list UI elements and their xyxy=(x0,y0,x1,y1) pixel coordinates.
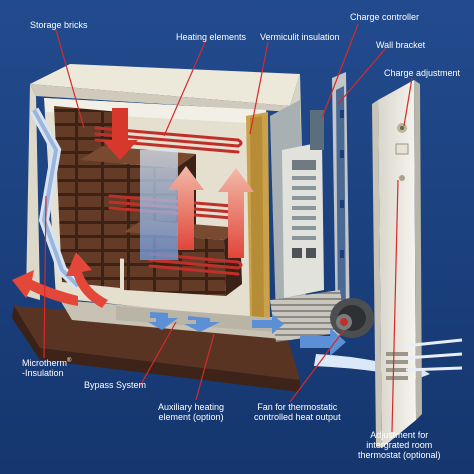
label-heating-elements: Heating elements xyxy=(176,32,247,42)
label-adjustment-room-thermostat: Adjustment for intergrated room thermost… xyxy=(358,430,441,460)
aux-line-2: element (option) xyxy=(158,412,224,422)
vermiculite-panel xyxy=(246,112,270,322)
label-fan-thermostatic: Fan for thermostatic controlled heat out… xyxy=(254,402,341,422)
label-microtherm-insulation: Microtherm® -Insulation xyxy=(22,358,71,378)
aux-line-1: Auxiliary heating xyxy=(158,402,225,412)
fan xyxy=(330,298,374,338)
label-storage-bricks: Storage bricks xyxy=(30,20,88,30)
front-cover-panel xyxy=(372,80,422,448)
label-vermiculit-insulation: Vermiculit insulation xyxy=(260,32,340,42)
adj-line-2: intergrated room xyxy=(366,440,433,450)
fan-line-1: Fan for thermostatic xyxy=(257,402,338,412)
cold-air-flow xyxy=(140,150,178,260)
registered-mark: ® xyxy=(67,358,72,364)
wall-bracket xyxy=(332,72,350,338)
microtherm-text: Microtherm xyxy=(22,358,68,368)
label-bypass-system: Bypass System xyxy=(84,380,147,390)
outlet-air-lines xyxy=(403,338,463,372)
leader-lines xyxy=(43,23,413,433)
hot-air-arrows xyxy=(102,108,254,258)
label-wall-bracket: Wall bracket xyxy=(376,40,426,50)
label-auxiliary-heating-element: Auxiliary heating element (option) xyxy=(158,402,224,422)
label-charge-adjustment: Charge adjustment xyxy=(384,68,461,78)
adj-line-3: thermostat (optional) xyxy=(358,450,441,460)
adj-line-1: Adjustment for xyxy=(370,430,429,440)
outlet-louvre xyxy=(270,290,346,342)
fan-airflow xyxy=(252,314,430,384)
insulation-text: -Insulation xyxy=(22,368,64,378)
bypass-duct xyxy=(116,306,276,332)
label-charge-controller: Charge controller xyxy=(350,12,420,22)
fan-line-2: controlled heat output xyxy=(254,412,341,422)
charge-controller-unit xyxy=(270,100,324,320)
